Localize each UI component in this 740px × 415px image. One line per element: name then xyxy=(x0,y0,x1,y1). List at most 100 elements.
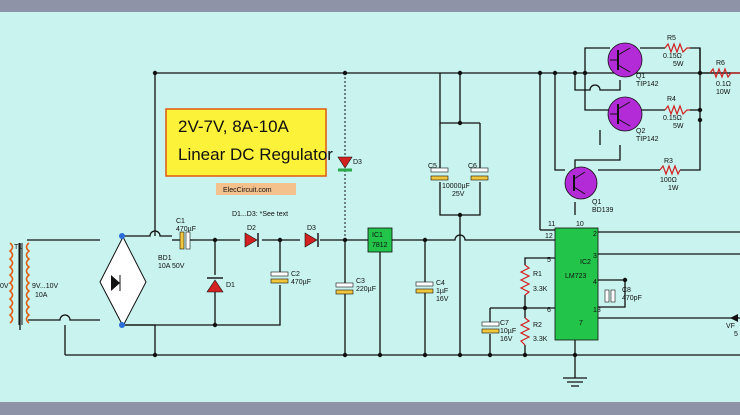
site-badge xyxy=(216,183,296,195)
top-frame-band xyxy=(0,0,740,12)
r3-label: R3 xyxy=(664,158,673,165)
title-line1: 2V-7V, 8A-10A xyxy=(178,117,290,136)
diode-d2: D2 xyxy=(244,225,259,248)
capacitor-c2: C2 470µF xyxy=(270,271,311,286)
t1-label: T1 xyxy=(14,244,22,251)
r4-power: 5W xyxy=(673,123,684,130)
regulator-ic2: IC2 LM723 11 12 10 2 3 4 5 6 13 7 xyxy=(545,221,601,341)
title-line2: Linear DC Regulator xyxy=(178,145,333,164)
junction-dots xyxy=(152,70,703,358)
d1-label: D1 xyxy=(226,282,235,289)
q1-bd-part: BD139 xyxy=(592,207,614,214)
q1-tip-label: Q1 xyxy=(636,73,645,80)
ic2-pin-2: 2 xyxy=(593,231,597,238)
bd1-label: BD1 xyxy=(158,255,172,262)
c5-c6-value: 10000µF xyxy=(442,183,470,190)
capacitor-c4: C4 1µF 16V xyxy=(415,280,449,303)
vr-value: 5 xyxy=(734,331,738,338)
ic2-pin-11: 11 xyxy=(548,221,555,228)
ic2-pin-3: 3 xyxy=(593,253,597,260)
bd1-rating: 10A 50V xyxy=(158,263,185,270)
resistor-r2: R2 3.3K xyxy=(519,317,548,346)
resistor-r5: R5 0.15Ω 5W xyxy=(663,35,690,68)
regulator-ic1: IC1 7812 xyxy=(367,227,393,253)
ic2-pin-4: 4 xyxy=(593,279,597,286)
bottom-frame-band xyxy=(0,402,740,415)
capacitor-c8: C8 470pF xyxy=(604,287,642,303)
c4-label: C4 xyxy=(436,280,445,287)
title-block: 2V-7V, 8A-10A Linear DC Regulator ElecCi… xyxy=(165,108,333,218)
resistor-r3: R3 100Ω 1W xyxy=(659,158,681,192)
resistor-r4: R4 0.15Ω 5W xyxy=(663,96,690,130)
ic2-pin-10: 10 xyxy=(576,221,584,228)
d2-label: D2 xyxy=(247,225,256,232)
t1-primary-label: 0V xyxy=(0,283,9,290)
c5-c6-voltage: 25V xyxy=(452,191,465,198)
r4-value: 0.15Ω xyxy=(663,115,682,122)
c7-label: C7 xyxy=(500,320,509,327)
c2-label: C2 xyxy=(291,271,300,278)
c7-voltage: 16V xyxy=(500,336,513,343)
ic2-pin-12: 12 xyxy=(545,233,553,240)
ic2-pin-7: 7 xyxy=(579,320,583,327)
vr-label: VF xyxy=(726,323,735,330)
ic2-label: IC2 xyxy=(580,259,591,266)
t1-current-label: 10A xyxy=(35,292,48,299)
c7-value: 10µF xyxy=(500,328,516,335)
capacitor-c5: C5 xyxy=(428,163,449,181)
r2-value: 3.3K xyxy=(533,336,548,343)
c1-label: C1 xyxy=(176,218,185,225)
d3-protect-label: D3 xyxy=(353,159,362,166)
transformer-t1: T1 9V...10V 10A 0V xyxy=(0,242,59,325)
bridge-rectifier-bd1: BD1 10A 50V xyxy=(99,233,185,328)
ic2-part: LM723 xyxy=(565,273,587,280)
transistor-q2-tip142: Q2 TIP142 xyxy=(607,96,659,143)
c8-value: 470pF xyxy=(622,295,642,302)
c2-value: 470µF xyxy=(291,279,311,286)
ic2-pin-5: 5 xyxy=(547,257,551,264)
c4-value: 1µF xyxy=(436,288,448,295)
resistor-r1: R1 3.3K xyxy=(519,264,548,296)
q2-label: Q2 xyxy=(636,128,645,135)
capacitor-c6: C6 xyxy=(468,163,489,181)
c3-value: 220µF xyxy=(356,286,376,293)
r5-value: 0.15Ω xyxy=(663,53,682,60)
ic1-label: IC1 xyxy=(372,232,383,239)
ic2-pin-13: 13 xyxy=(593,307,601,314)
q1-tip-part: TIP142 xyxy=(636,81,659,88)
resistor-r6: R6 0.1Ω 10W xyxy=(709,60,740,96)
capacitor-c3: C3 220µF xyxy=(335,278,376,295)
r6-label: R6 xyxy=(716,60,725,67)
diode-d3-protect: D3 xyxy=(337,156,362,172)
diode-note: D1...D3: *See text xyxy=(232,211,288,218)
c3-label: C3 xyxy=(356,278,365,285)
r1-label: R1 xyxy=(533,271,542,278)
r6-power: 10W xyxy=(716,89,731,96)
r5-label: R5 xyxy=(667,35,676,42)
c1-value: 470µF xyxy=(176,226,196,233)
capacitor-c7: C7 10µF 16V xyxy=(481,320,516,343)
r3-power: 1W xyxy=(668,185,679,192)
transistor-q1-bd139: Q1 BD139 xyxy=(564,166,614,214)
r4-label: R4 xyxy=(667,96,676,103)
c4-voltage: 16V xyxy=(436,296,449,303)
ic1-part: 7812 xyxy=(372,242,388,249)
r6-value: 0.1Ω xyxy=(716,81,731,88)
site-label: ElecCircuit.com xyxy=(223,187,272,194)
r1-value: 3.3K xyxy=(533,286,548,293)
diode-d1: D1 xyxy=(206,277,235,293)
q2-part: TIP142 xyxy=(636,136,659,143)
trimmer-vr-partial: VF 5 xyxy=(726,314,738,338)
t1-secondary-label: 9V...10V xyxy=(32,283,59,290)
c6-label: C6 xyxy=(468,163,477,170)
c8-label: C8 xyxy=(622,287,631,294)
q1-bd-label: Q1 xyxy=(592,199,601,206)
r3-value: 100Ω xyxy=(660,177,677,184)
c5-label: C5 xyxy=(428,163,437,170)
ic2-pin-6: 6 xyxy=(547,307,551,314)
diode-d3: D3 xyxy=(304,225,319,248)
transistor-q1-tip142: Q1 TIP142 xyxy=(607,42,659,88)
d3-label: D3 xyxy=(307,225,316,232)
